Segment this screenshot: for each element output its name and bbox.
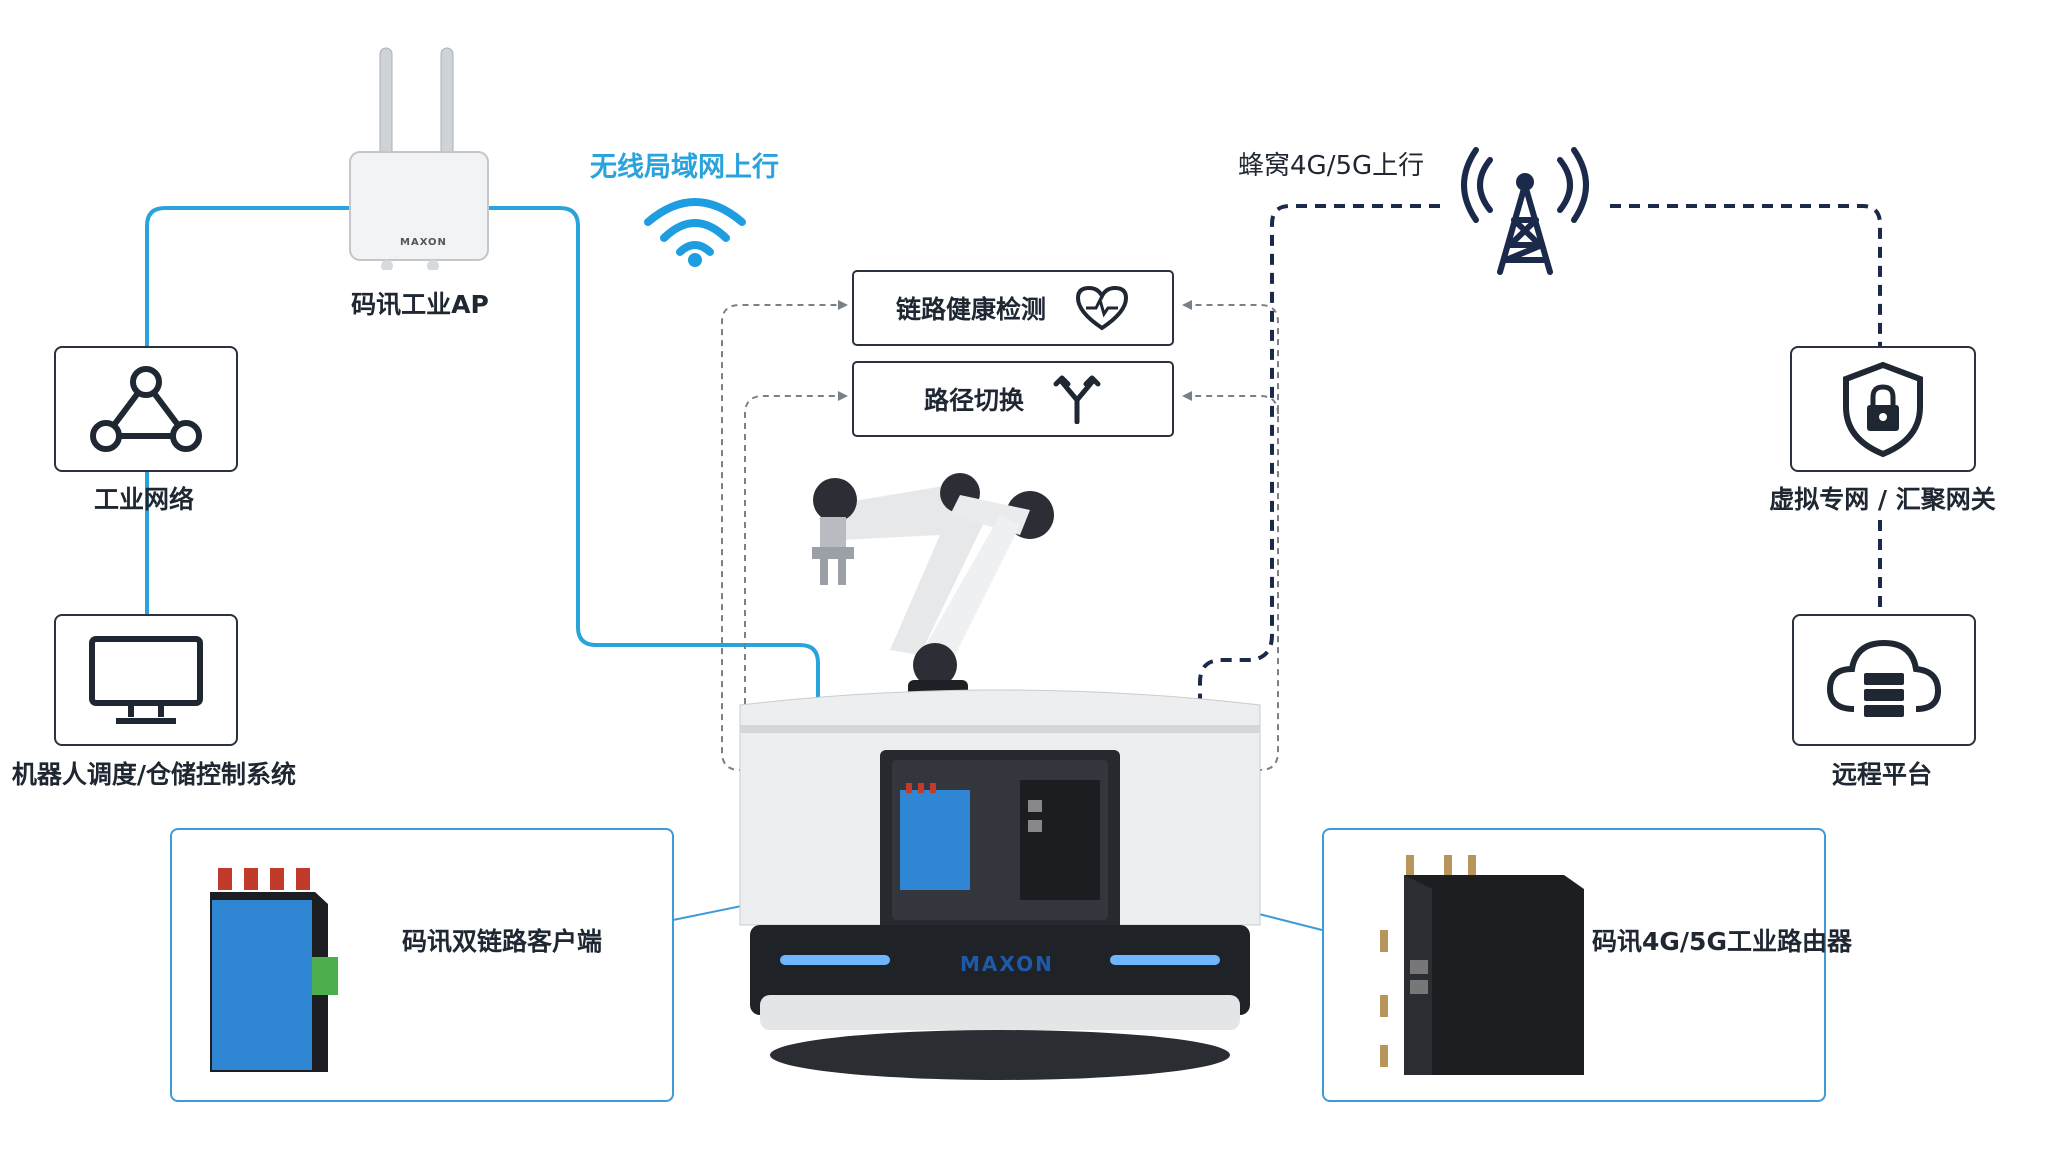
router-label: 码讯4G/5G工业路由器	[1592, 927, 1852, 956]
fork-arrow-icon	[1053, 375, 1101, 424]
shield-lock-icon	[1843, 361, 1923, 458]
monitor-icon	[89, 635, 203, 724]
industrial-network-node[interactable]	[54, 346, 238, 472]
robot-system-node[interactable]	[54, 614, 238, 746]
dual-link-client-label: 码讯双链路客户端	[402, 927, 603, 956]
ap-to-network-line	[145, 206, 350, 348]
industrial-ap[interactable]: MAXON	[345, 40, 495, 272]
health-check-label: 链路健康检测	[895, 295, 1046, 324]
ap-label: 码讯工业AP	[351, 290, 489, 319]
wlan-label: 无线局域网上行	[590, 152, 779, 183]
ap-brand: MAXON	[400, 237, 447, 248]
wifi-icon	[644, 198, 746, 267]
cell-tower-icon	[1461, 147, 1589, 275]
path-switch-label: 路径切换	[923, 386, 1024, 415]
right-health-arrow	[1190, 304, 1279, 771]
dual-link-client-device-icon	[210, 868, 338, 1072]
cloud-server-icon	[1826, 639, 1942, 717]
left-switch-arrow	[744, 395, 840, 770]
remote-platform-node[interactable]	[1792, 614, 1976, 746]
industrial-network-label: 工业网络	[93, 485, 194, 514]
robot-system-label: 机器人调度/仓储控制系统	[11, 760, 297, 789]
tower-to-vpn-line	[1610, 204, 1882, 346]
left-health-arrow	[721, 304, 840, 771]
right-switch-arrow	[1190, 395, 1279, 415]
remote-platform-label: 远程平台	[1831, 760, 1932, 789]
vpn-gateway-node[interactable]	[1790, 346, 1976, 472]
robot-arm	[812, 473, 1054, 740]
ap-device-icon	[349, 47, 489, 272]
health-check-box[interactable]: 链路健康检测	[852, 270, 1174, 346]
vpn-gateway-label: 虚拟专网 / 汇聚网关	[1769, 485, 1996, 514]
dual-link-client-card[interactable]: 码讯双链路客户端	[170, 828, 674, 1102]
cellular-label: 蜂窝4G/5G上行	[1238, 151, 1425, 181]
robot-brand-label: MAXON	[960, 952, 1054, 976]
heart-pulse-icon	[1075, 285, 1129, 331]
router-card[interactable]: 码讯4G/5G工业路由器	[1322, 828, 1852, 1102]
network-triangle-icon	[90, 366, 202, 452]
router-device-icon	[1380, 855, 1584, 1075]
path-switch-box[interactable]: 路径切换	[852, 361, 1174, 437]
agv-robot-illustration	[739, 473, 1261, 1080]
